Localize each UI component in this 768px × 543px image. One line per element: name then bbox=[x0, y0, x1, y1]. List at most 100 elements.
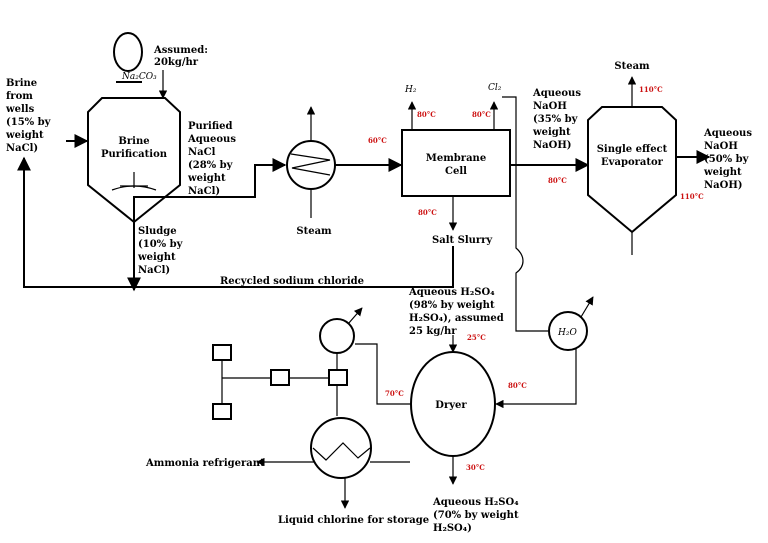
naoh-50-line-2: NaOH bbox=[704, 141, 738, 152]
liquid-chlorine-label: Liquid chlorine for storage bbox=[278, 515, 429, 526]
purified-nacl-line-6: NaCl) bbox=[188, 186, 220, 197]
brine-wells-line-3: wells bbox=[5, 104, 35, 115]
chlorine-to-cooler-line bbox=[502, 96, 548, 332]
assumed-rate-label: 20kg/hr bbox=[154, 57, 199, 68]
recycle-stream: Recycled sodium chloride bbox=[17, 156, 454, 288]
temp-25-acid: 25°C bbox=[467, 333, 486, 342]
na2co3-label: Na₂CO₃ bbox=[121, 72, 157, 82]
cl2-label: Cl₂ bbox=[488, 83, 502, 93]
h2-label: H₂ bbox=[404, 85, 417, 95]
h2so4-98-line-1: Aqueous H₂SO₄ bbox=[408, 287, 495, 298]
naoh-50-line-3: (50% by bbox=[704, 154, 750, 165]
brine-wells-line-2: from bbox=[6, 91, 33, 102]
h2o-label: H₂O bbox=[557, 328, 577, 338]
condenser-icon bbox=[310, 417, 372, 479]
brine-purification-shape bbox=[87, 97, 181, 224]
purified-nacl-line-3: NaCl bbox=[188, 147, 216, 158]
purified-nacl-stream: Purified Aqueous NaCl (28% by weight NaC… bbox=[133, 121, 287, 222]
temp-80-slurry: 80°C bbox=[418, 208, 437, 217]
h2so4-70-line-2: (70% by weight bbox=[433, 510, 519, 521]
purified-nacl-line-4: (28% by bbox=[188, 160, 234, 171]
chlorine-condenser: Ammonia refrigerant Liquid chlorine for … bbox=[145, 417, 429, 526]
h2so4-98-feed: Aqueous H₂SO₄ (98% by weight H₂SO₄), ass… bbox=[408, 287, 504, 353]
h2so4-98-line-4: 25 kg/hr bbox=[409, 326, 457, 337]
heat-exchanger-coil-icon bbox=[290, 153, 331, 176]
purified-nacl-line-5: weight bbox=[187, 173, 226, 184]
naoh-35-stream: Aqueous NaOH (35% by weight NaOH) 80°C bbox=[510, 88, 590, 185]
naoh-35-line-4: weight bbox=[532, 127, 571, 138]
temp-80-dryer: 80°C bbox=[508, 381, 527, 390]
brine-purification-label-1: Brine bbox=[118, 136, 149, 147]
brine-wells-line-6: NaCl) bbox=[6, 143, 38, 154]
temp-30-acid: 30°C bbox=[466, 463, 485, 472]
membrane-cell-label-2: Cell bbox=[445, 166, 467, 177]
temp-80-h2: 80°C bbox=[417, 110, 436, 119]
brine-wells-line-5: weight bbox=[5, 130, 44, 141]
evaporator-label-2: Evaporator bbox=[601, 157, 664, 168]
steam-hx-label: Steam bbox=[296, 226, 332, 237]
valve-bottom-icon bbox=[212, 403, 232, 420]
salt-slurry-label: Salt Slurry bbox=[432, 235, 493, 246]
heat-exchanger-icon bbox=[286, 140, 336, 190]
h2o-vent-arrow bbox=[580, 296, 594, 318]
evaporator-shape bbox=[587, 106, 677, 234]
naoh-50-line-5: NaOH) bbox=[704, 180, 743, 191]
valve-middle-icon bbox=[270, 369, 290, 386]
h2so4-98-line-2: (98% by weight bbox=[409, 300, 495, 311]
purified-nacl-line-1: Purified bbox=[188, 121, 232, 132]
temp-60-in: 60°C bbox=[368, 136, 387, 145]
water-cooler: H₂O 80°C bbox=[495, 296, 594, 409]
naoh-35-line-2: NaOH bbox=[533, 101, 567, 112]
condenser-coil-icon bbox=[312, 442, 371, 461]
valve-right-icon bbox=[328, 369, 348, 386]
brine-purification-vessel: Brine Purification bbox=[87, 97, 181, 224]
temp-80-cl2: 80°C bbox=[472, 110, 491, 119]
piping-network bbox=[212, 344, 348, 420]
na2co3-tank-icon bbox=[113, 32, 143, 72]
dryer-label: Dryer bbox=[435, 400, 467, 411]
purified-nacl-line bbox=[133, 158, 287, 222]
recycled-nacl-label: Recycled sodium chloride bbox=[220, 276, 364, 287]
water-cooler-icon bbox=[548, 311, 588, 351]
membrane-cell: Membrane Cell H₂ 80°C Cl₂ 80°C 80°C Salt… bbox=[401, 83, 511, 246]
na2co3-feed: Na₂CO₃ Assumed: 20kg/hr bbox=[113, 32, 208, 99]
brine-wells-line-4: (15% by bbox=[6, 117, 52, 128]
h2so4-98-line-3: H₂SO₄), assumed bbox=[409, 313, 504, 324]
compressor-icon bbox=[319, 318, 355, 354]
naoh-35-line-3: (35% by bbox=[533, 114, 579, 125]
membrane-cell-shape bbox=[401, 129, 511, 197]
naoh-50-line-1: Aqueous bbox=[703, 128, 752, 139]
h2so4-70-line-1: Aqueous H₂SO₄ bbox=[432, 497, 519, 508]
steam-evap-label: Steam bbox=[614, 61, 650, 72]
h2so4-70-line-3: H₂SO₄) bbox=[433, 523, 472, 534]
sludge-stream: Sludge (10% by weight NaCl) bbox=[127, 222, 184, 292]
chlorine-compressor bbox=[319, 307, 363, 416]
dryer: Dryer 30°C Aqueous H₂SO₄ (70% by weight … bbox=[410, 351, 519, 534]
sludge-line-4: NaCl) bbox=[138, 265, 170, 276]
purified-nacl-line-2: Aqueous bbox=[187, 134, 236, 145]
temp-80-naoh: 80°C bbox=[548, 176, 567, 185]
membrane-cell-label-1: Membrane bbox=[426, 153, 486, 164]
brine-purification-label-2: Purification bbox=[101, 149, 168, 160]
chlorine-line bbox=[502, 96, 548, 332]
single-effect-evaporator: Single effect Evaporator Steam 110°C Aqu… bbox=[587, 61, 752, 255]
brine-wells-line-1: Brine bbox=[6, 78, 37, 89]
brine-from-wells: Brine from wells (15% by weight NaCl) bbox=[5, 78, 89, 154]
sludge-line-1: Sludge bbox=[138, 226, 177, 237]
assumed-label: Assumed: bbox=[153, 45, 208, 56]
naoh-50-line-4: weight bbox=[703, 167, 742, 178]
compressor-vent-arrow bbox=[347, 307, 363, 325]
temp-110-naoh: 110°C bbox=[680, 192, 704, 201]
evaporator-label-1: Single effect bbox=[597, 144, 668, 155]
temp-70-dryer: 70°C bbox=[385, 389, 404, 398]
valve-top-icon bbox=[212, 344, 232, 361]
dry-chlorine-line: 70°C bbox=[355, 343, 411, 405]
dry-chlorine-path bbox=[355, 343, 411, 405]
brine-heat-exchanger: Steam 60°C bbox=[286, 106, 403, 237]
recycle-nacl-line bbox=[17, 156, 454, 288]
sludge-line-3: weight bbox=[137, 252, 176, 263]
cooled-chlorine-line bbox=[495, 349, 577, 409]
sludge-line-2: (10% by bbox=[138, 239, 184, 250]
naoh-35-line-5: NaOH) bbox=[533, 140, 572, 151]
